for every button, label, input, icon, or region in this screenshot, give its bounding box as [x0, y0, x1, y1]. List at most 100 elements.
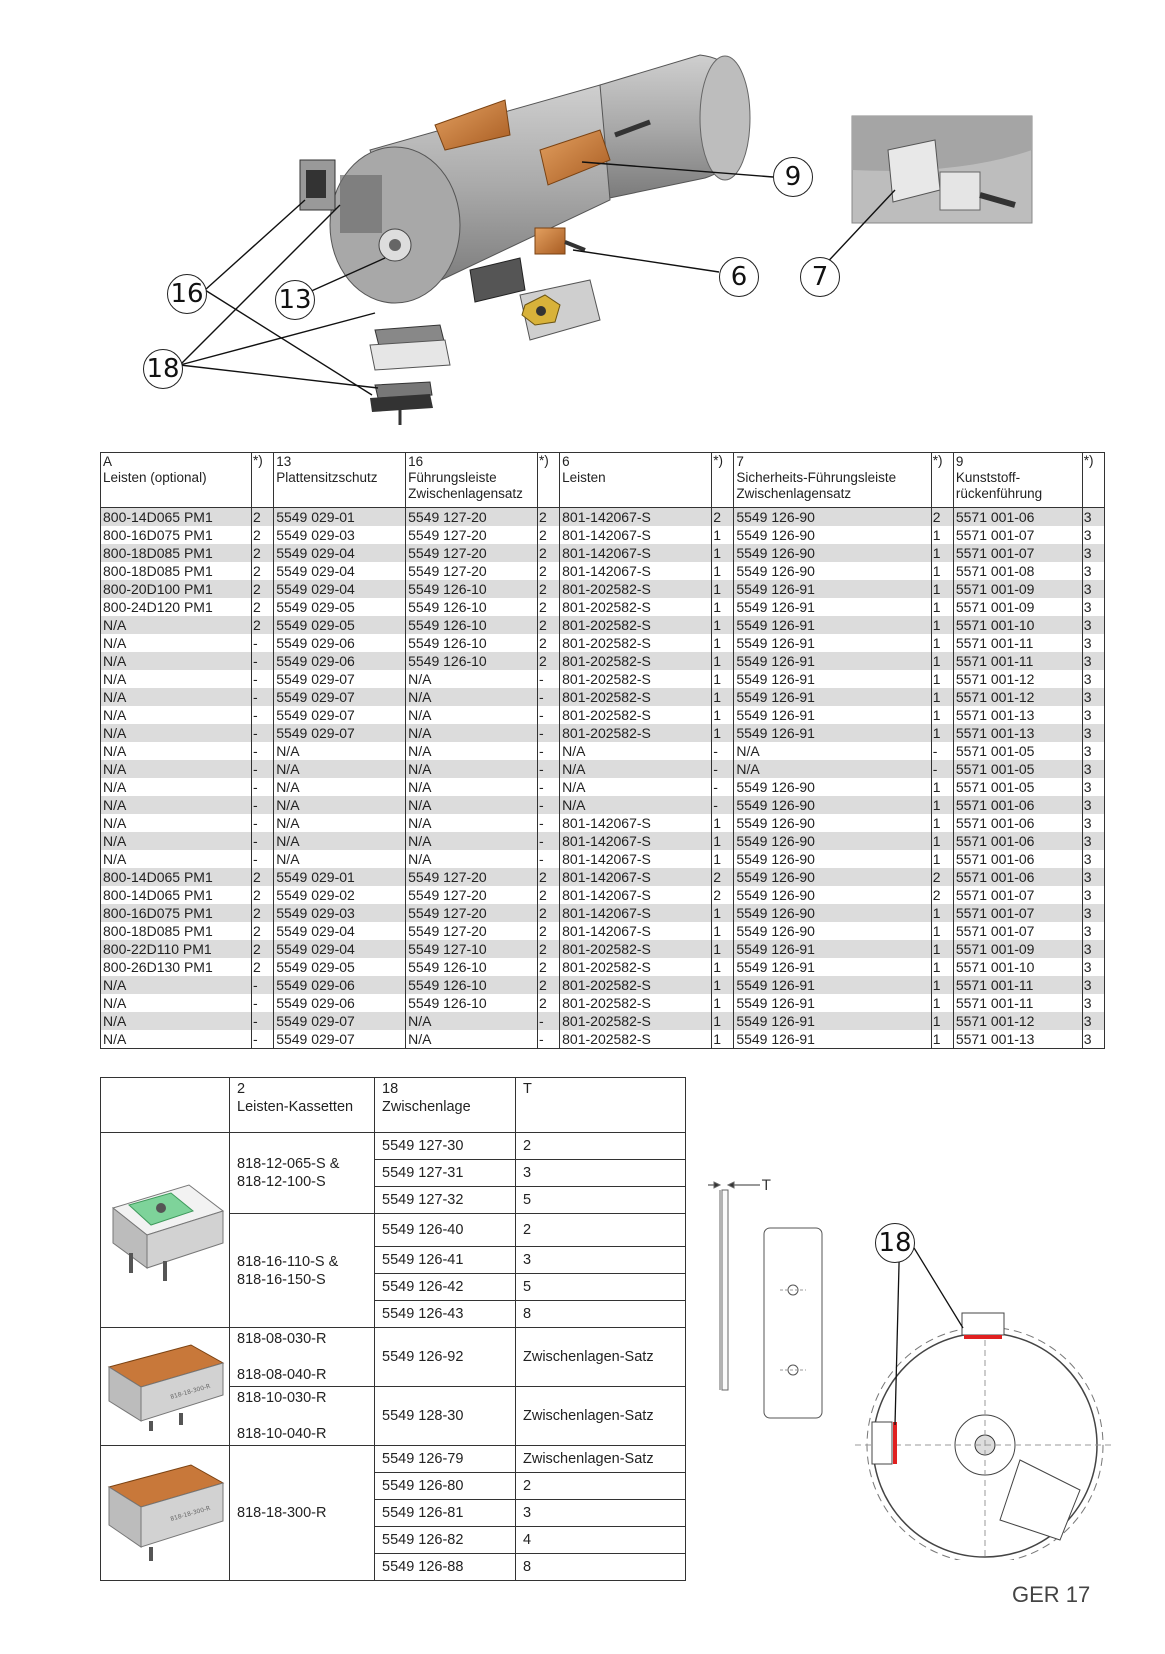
dimension-label-t: T: [761, 1178, 771, 1194]
table-cell: 5549 029-07: [273, 670, 407, 688]
table-cell: 801-202582-S: [559, 1030, 713, 1049]
table-cell: -: [930, 742, 954, 760]
table-cell: -: [251, 706, 275, 724]
table-cell: 801-202582-S: [559, 580, 713, 598]
table-cell: 801-202582-S: [559, 994, 713, 1012]
table-cell: 1: [711, 958, 735, 976]
header-line: Leisten: [562, 470, 606, 485]
shim-code: 5549 126-88: [374, 1553, 516, 1581]
table-cell: 5549 029-05: [273, 958, 407, 976]
shim-set: Zwischenlagen-Satz: [515, 1386, 686, 1446]
table-cell: 800-14D065 PM1: [99, 507, 253, 526]
table-cell: 5549 029-07: [273, 688, 407, 706]
copper-pad-top: [434, 99, 511, 151]
table-cell: -: [711, 760, 735, 778]
table-cell: 2: [536, 598, 561, 616]
table-cell: 3: [1081, 742, 1106, 760]
table-cell: 1: [711, 994, 735, 1012]
table-cell: 2: [251, 958, 275, 976]
table-cell: 1: [930, 796, 954, 814]
table-cell: 801-142067-S: [559, 507, 713, 526]
header-line: 9: [955, 454, 964, 469]
table-cell: 5549 127-20: [405, 904, 538, 922]
table-cell: 3: [1081, 796, 1106, 814]
guide-pad-16: [299, 159, 336, 211]
table-cell: N/A: [273, 832, 407, 850]
shim-code: 5549 126-41: [374, 1246, 516, 1274]
column-header: *): [711, 452, 735, 508]
table-cell: N/A: [99, 778, 253, 796]
table-cell: 1: [930, 688, 954, 706]
table-cell: 1: [930, 670, 954, 688]
table-cell: N/A: [99, 688, 253, 706]
table-cell: 2: [536, 652, 561, 670]
table-cell: N/A: [405, 670, 538, 688]
table-cell: 5571 001-10: [952, 616, 1083, 634]
table-cell: N/A: [405, 1030, 538, 1049]
table-cell: -: [930, 760, 954, 778]
header-line: *): [713, 453, 723, 468]
table-cell: 2: [711, 886, 735, 904]
table-cell: N/A: [273, 796, 407, 814]
table-row: 818-12-065-S &818-12-100-S 5549 127-30 2: [100, 1132, 686, 1328]
table-cell: 2: [536, 868, 561, 886]
table-cell: 5571 001-09: [952, 580, 1083, 598]
table-cell: 5549 126-90: [733, 526, 932, 544]
table-cell: -: [251, 742, 275, 760]
table-cell: -: [251, 778, 275, 796]
table-cell: 3: [1081, 994, 1106, 1012]
shim-code: 5549 126-40: [374, 1213, 516, 1247]
table-cell: 3: [1081, 922, 1106, 940]
table-cell: 2: [251, 922, 275, 940]
table-cell: 5549 029-04: [273, 940, 407, 958]
table-cell: 801-142067-S: [559, 832, 713, 850]
callout-18: 18: [143, 349, 183, 389]
table-cell: 3: [1081, 616, 1106, 634]
header-line: *): [539, 453, 549, 468]
table-cell: -: [536, 706, 561, 724]
table-cell: 5571 001-07: [952, 922, 1083, 940]
copper-pad-9: [539, 129, 611, 186]
table-cell: 5549 126-10: [405, 634, 538, 652]
table-cell: N/A: [99, 1012, 253, 1030]
safety-pad-plate: [469, 257, 526, 303]
table-cell: -: [536, 850, 561, 868]
header-line: Zwischenlagensatz: [736, 486, 852, 501]
table-cell: -: [251, 850, 275, 868]
table-row: 818-18-300-R 818-18-300-R 5549 126-79 Zw…: [100, 1445, 686, 1581]
table-cell: 3: [1081, 507, 1106, 526]
table-cell: 5549 029-03: [273, 526, 407, 544]
table-cell: -: [536, 778, 561, 796]
table-cell: 801-202582-S: [559, 634, 713, 652]
table-cell: 1: [930, 1012, 954, 1030]
table-cell: 5549 126-91: [733, 598, 932, 616]
shim-thickness: 8: [515, 1553, 686, 1581]
table-cell: 5571 001-09: [952, 940, 1083, 958]
table-cell: -: [251, 832, 275, 850]
page-number: GER 17: [1012, 1582, 1091, 1607]
table-cell: 3: [1081, 850, 1106, 868]
table-cell: 5549 029-06: [273, 652, 407, 670]
table-cell: N/A: [559, 796, 713, 814]
table-cell: 5549 126-10: [405, 976, 538, 994]
table-cell: 3: [1081, 688, 1106, 706]
table-cell: 3: [1081, 832, 1106, 850]
table-cell: N/A: [99, 1030, 253, 1049]
table-cell: 1: [711, 580, 735, 598]
table-cell: 5549 126-90: [733, 796, 932, 814]
table-cell: 5549 126-91: [733, 994, 932, 1012]
table-cell: N/A: [405, 742, 538, 760]
table-cell: 5549 126-10: [405, 652, 538, 670]
